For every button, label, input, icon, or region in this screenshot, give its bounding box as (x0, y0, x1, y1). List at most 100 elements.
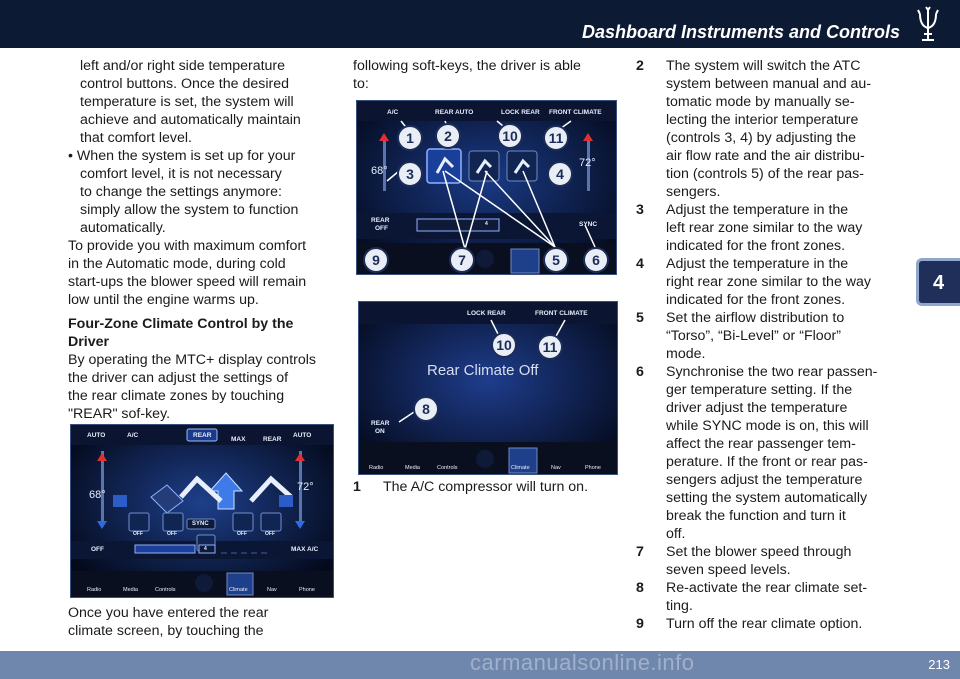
text-line: low until the engine warms up. (68, 292, 259, 308)
lock-rear-button[interactable]: LOCK REAR (501, 109, 540, 116)
text-line: the driver can adjust the settings of (68, 370, 289, 386)
bullet-line: • When the system is set up for your (68, 148, 296, 164)
seat-off-label: OFF (167, 531, 177, 537)
rear-climate-off-screen: LOCK REAR FRONT CLIMATE Rear Climate Off… (358, 301, 618, 475)
rear-defrost-button[interactable]: REAR (263, 436, 282, 443)
rear-climate-graphic (357, 101, 616, 274)
item-text-line: Re-activate the rear climate set- (666, 580, 868, 596)
text-line: climate screen, by touching the (68, 623, 264, 639)
callout-badge: 11 (543, 125, 569, 151)
item-text-line: indicated for the front zones. (666, 238, 846, 254)
callout-badge: 4 (547, 161, 573, 187)
nav-nav[interactable]: Nav (551, 465, 561, 471)
nav-climate[interactable]: Climate (511, 465, 530, 471)
item-number: 5 (636, 310, 644, 326)
nav-phone[interactable]: Phone (299, 587, 315, 593)
item-text-line: affect the rear passenger tem- (666, 436, 856, 452)
item-text-line: “Torso”, “Bi-Level” or “Floor” (666, 328, 842, 344)
item-text-line: perature. If the front or rear pas- (666, 454, 868, 470)
item-text-line: left rear zone similar to the way (666, 220, 863, 236)
item-text-line: tion (controls 5) of the rear pas- (666, 166, 864, 182)
nav-nav[interactable]: Nav (267, 587, 277, 593)
item-number: 3 (636, 202, 644, 218)
item-text-line: ger temperature setting. If the (666, 382, 853, 398)
auto-right-button[interactable]: AUTO (293, 432, 312, 439)
item-text-line: off. (666, 526, 686, 542)
front-climate-button[interactable]: FRONT CLIMATE (549, 109, 602, 116)
item-number: 8 (636, 580, 644, 596)
right-temp: 72° (297, 481, 314, 493)
ac-button[interactable]: A/C (127, 432, 139, 439)
item-number: 7 (636, 544, 644, 560)
rear-off-button[interactable]: REAR (371, 217, 390, 224)
callout-badge: 11 (537, 334, 563, 360)
sync-button[interactable]: SYNC (192, 521, 209, 527)
fan-off-button[interactable]: OFF (91, 546, 104, 553)
text-line: that comfort level. (80, 130, 192, 146)
nav-phone[interactable]: Phone (585, 465, 601, 471)
item-number: 1 (353, 479, 361, 495)
item-text-line: lecting the interior temperature (666, 112, 859, 128)
section-heading: Four-Zone Climate Control by the (68, 316, 294, 332)
nav-controls[interactable]: Controls (437, 465, 458, 471)
page-footer (0, 651, 960, 679)
item-text-line: The system will switch the ATC (666, 58, 861, 74)
rear-on-button[interactable]: ON (375, 428, 385, 435)
text-line: to: (353, 76, 369, 92)
page-number: 213 (928, 657, 950, 672)
watermark-text: carmanualsonline.info (470, 650, 695, 675)
text-line: the rear climate zones by touching (68, 388, 285, 404)
trident-logo-icon (917, 6, 939, 41)
callout-badge: 6 (583, 247, 609, 273)
text-line: in the Automatic mode, during cold (68, 256, 286, 272)
rear-climate-screen: A/C REAR AUTO LOCK REAR FRONT CLIMATE 68… (356, 100, 617, 275)
nav-radio[interactable]: Radio (369, 465, 384, 471)
rear-on-button[interactable]: REAR (371, 420, 390, 427)
rear-ac-button[interactable]: A/C (387, 109, 399, 116)
seat-off-label: OFF (133, 531, 143, 537)
front-climate-screen: AUTO A/C REAR MAX REAR AUTO 68° 72° SYNC… (70, 424, 334, 598)
nav-media[interactable]: Media (405, 465, 420, 471)
front-climate-button[interactable]: FRONT CLIMATE (535, 310, 588, 317)
text-line: to change the settings anymore: (80, 184, 282, 200)
auto-left-button[interactable]: AUTO (87, 432, 106, 439)
item-text-line: air flow rate and the air distribu- (666, 148, 865, 164)
nav-radio[interactable]: Radio (87, 587, 102, 593)
rear-climate-off-message: Rear Climate Off (427, 362, 539, 379)
text-line: simply allow the system to function (80, 202, 299, 218)
nav-media[interactable]: Media (123, 587, 138, 593)
callout-badge: 2 (435, 123, 461, 149)
column-1-bottom: Once you have entered the rear climate s… (68, 604, 340, 640)
rear-fan-level: 4 (485, 221, 488, 227)
text-line: temperature is set, the system will (80, 94, 294, 110)
section-heading: Driver (68, 334, 110, 350)
rear-button[interactable]: REAR (193, 432, 212, 439)
lock-rear-button[interactable]: LOCK REAR (467, 310, 506, 317)
callout-badge: 5 (543, 247, 569, 273)
callout-badge: 3 (397, 161, 423, 187)
text-line: Once you have entered the rear (68, 605, 269, 621)
max-ac-button[interactable]: MAX A/C (291, 546, 319, 553)
callout-badge: 9 (363, 247, 389, 273)
nav-climate[interactable]: Climate (229, 587, 248, 593)
rear-auto-button[interactable]: REAR AUTO (435, 109, 474, 116)
item-number: 6 (636, 364, 644, 380)
text-line: control buttons. Once the desired (80, 76, 289, 92)
rear-sync-button[interactable]: SYNC (579, 221, 598, 228)
item-text-line: Synchronise the two rear passen- (666, 364, 878, 380)
nav-controls[interactable]: Controls (155, 587, 176, 593)
item-number: 2 (636, 58, 644, 74)
rear-off-button[interactable]: OFF (375, 225, 388, 232)
page-header-title: Dashboard Instruments and Controls (581, 22, 900, 42)
chapter-tab: 4 (916, 258, 960, 306)
rear-right-temp: 72° (579, 157, 596, 169)
text-line: left and/or right side temperature (80, 58, 286, 74)
max-defrost-button[interactable]: MAX (231, 436, 246, 443)
fan-level: 4 (204, 546, 207, 552)
